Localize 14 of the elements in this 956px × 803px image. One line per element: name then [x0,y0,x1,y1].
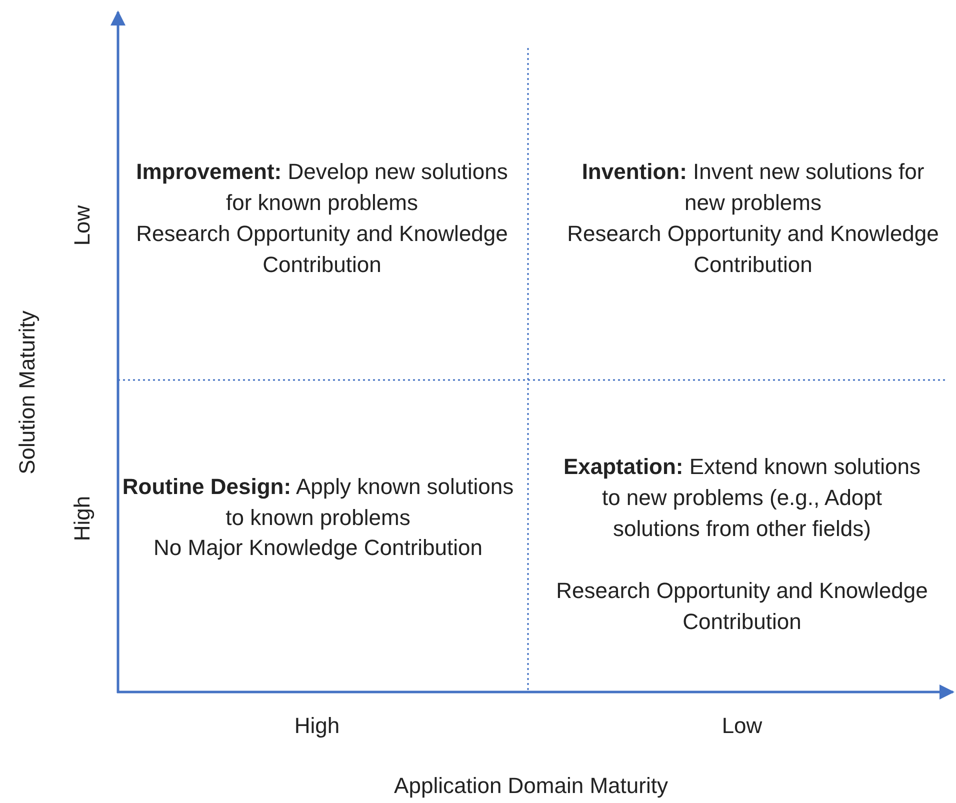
axis-title: Application Domain Maturity [394,772,668,800]
quadrant-note: Research Opportunity and Knowledge Contribution [566,220,940,279]
quadrant-description: Routine Design: Apply known solutions to known problems [121,473,515,532]
axis-title: Solution Maturity [14,310,40,474]
axis-tick-label: High [68,496,96,542]
quadrant-description: Invention: Invent new solutions for new problems [580,158,926,217]
quadrant-note: No Major Knowledge Contribution [152,534,484,562]
quadrant-description: Exaptation: Extend known solutions to new problems (e.g., Adopt solutions from other fields) [562,453,922,543]
quadrant-description: Improvement: Develop new solutions for known problems [135,158,509,217]
axis-tick-label: High [294,712,340,740]
quadrant-note: Research Opportunity and Knowledge Contribution [135,220,509,279]
axis-tick-label: Low [68,205,96,246]
quadrant-note: Research Opportunity and Knowledge Contribution [555,577,929,636]
axis-tick-label: Low [722,712,762,740]
